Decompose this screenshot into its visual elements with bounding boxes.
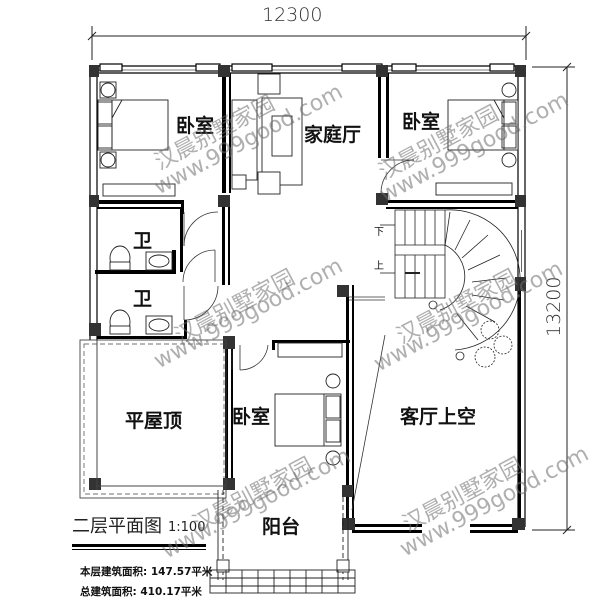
title-underline-thin — [72, 549, 206, 550]
thick-walls — [95, 73, 521, 533]
total-area-label: 总建筑面积: — [80, 586, 137, 598]
dimension-width-label: 12300 — [262, 4, 323, 26]
room-label-balcony: 阳台 — [262, 516, 301, 538]
balcony-outline — [209, 490, 356, 594]
stair-up-label: 上 — [374, 261, 384, 272]
dimension-height-label: 13200 — [543, 276, 565, 337]
void-diagonal — [349, 296, 386, 511]
dimension-right — [532, 62, 575, 535]
flat-roof-edge — [79, 339, 227, 499]
windows — [99, 63, 515, 72]
total-area-line: 总建筑面积: 410.17平米 — [80, 584, 202, 599]
total-area-value: 410.17平米 — [140, 586, 202, 598]
room-label-bathroom-2: 卫 — [133, 288, 153, 310]
floor-area-label: 本层建筑面积: — [80, 566, 148, 578]
drawing-title: 二层平面图 — [72, 516, 162, 537]
title-underline-thick — [72, 544, 206, 547]
furniture — [97, 73, 519, 466]
room-label-bedroom-ne: 卧室 — [402, 111, 441, 133]
room-label-family-hall: 家庭厅 — [304, 124, 362, 146]
room-label-bedroom-s: 卧室 — [232, 406, 271, 428]
columns — [89, 65, 526, 530]
floor-area-line: 本层建筑面积: 147.57平米 — [80, 564, 212, 579]
staircase — [380, 209, 521, 368]
stair-down-label: 下 — [374, 227, 384, 238]
floor-area-value: 147.57平米 — [150, 566, 213, 578]
room-label-bathroom-1: 卫 — [133, 230, 153, 252]
dimension-top — [87, 26, 531, 60]
room-label-flat-roof: 平屋顶 — [125, 410, 183, 432]
room-label-living-void: 客厅上空 — [400, 406, 477, 428]
room-label-bedroom-nw: 卧室 — [176, 115, 215, 137]
doors — [182, 159, 415, 371]
drawing-scale: 1:100 — [168, 520, 206, 535]
